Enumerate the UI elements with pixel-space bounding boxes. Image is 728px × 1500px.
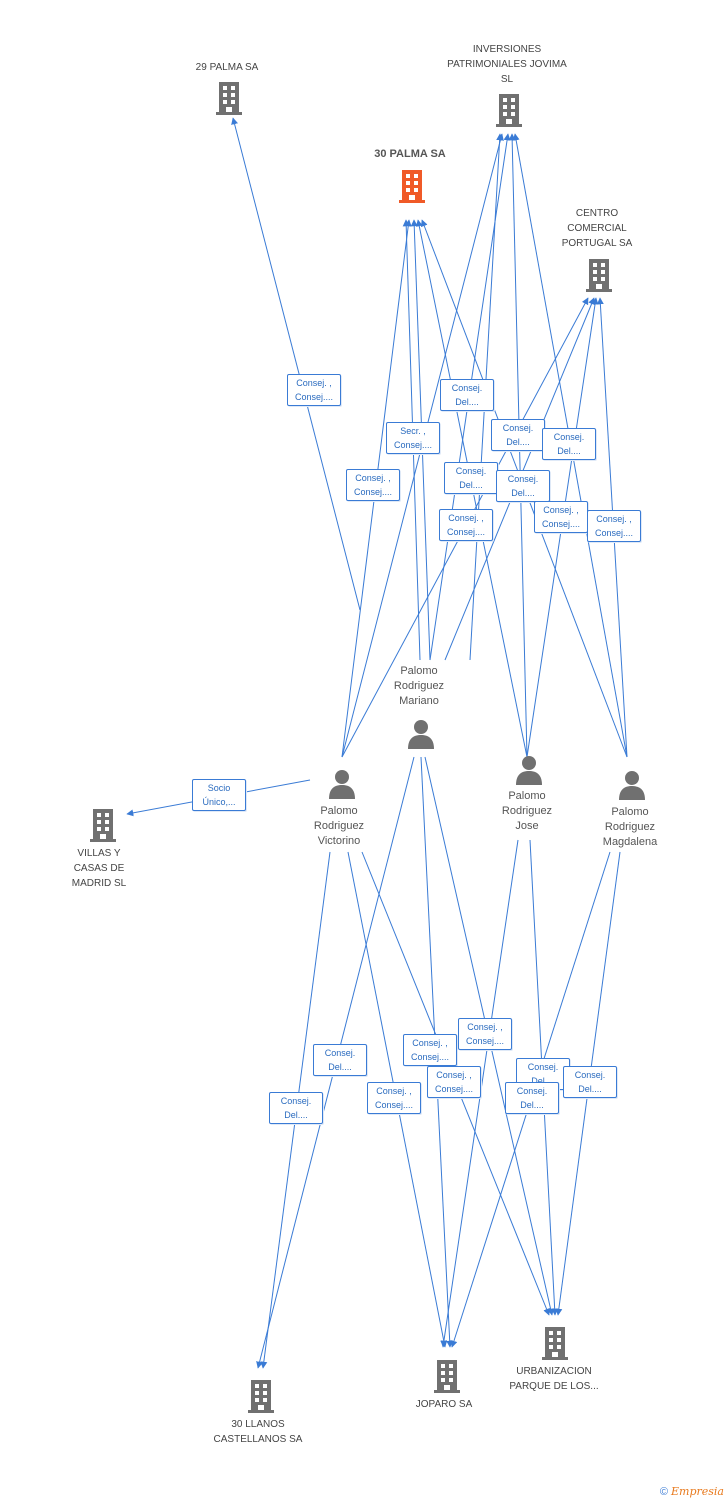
building-icon[interactable] [88,807,118,843]
building-icon[interactable] [432,1358,462,1394]
footer-credit[interactable]: © Empresia [660,1485,724,1498]
edge-label[interactable]: Consej. ,Consej.... [287,374,341,406]
company-label-jovima[interactable]: INVERSIONES PATRIMONIALES JOVIMA SL [447,44,567,85]
edge-label[interactable]: Secr. ,Consej.... [386,422,440,454]
edge-label[interactable]: Consej. ,Consej.... [534,501,588,533]
company-label-joparo[interactable]: JOPARO SA [415,1399,473,1410]
edge-label[interactable]: Consej.Del.... [542,428,596,460]
edge-label[interactable]: Consej.Del.... [491,419,545,451]
edge-label[interactable]: Consej.Del.... [444,462,498,494]
edge-label[interactable]: Consej.Del.... [313,1044,367,1076]
edge-label[interactable]: Consej. ,Consej.... [458,1018,512,1050]
edge-label[interactable]: Consej.Del.... [440,379,494,411]
person-icon[interactable] [514,754,544,786]
person-label-jose[interactable]: Palomo Rodriguez Jose [501,790,553,832]
company-label-llanos[interactable]: 30 LLANOS CASTELLANOS SA [213,1419,303,1445]
edges [126,117,628,1369]
edge-label[interactable]: Consej. ,Consej.... [346,469,400,501]
edge-label[interactable]: Consej.Del.... [563,1066,617,1098]
copyright-icon: © [659,1486,668,1498]
edge-label[interactable]: Consej. ,Consej.... [439,509,493,541]
edge-label[interactable]: Consej.Del.... [269,1092,323,1124]
edge-line [231,117,361,611]
building-icon-highlighted[interactable] [397,168,427,204]
company-label-urbanizacion[interactable]: URBANIZACION PARQUE DE LOS... [509,1366,599,1392]
edge-label[interactable]: Consej. ,Consej.... [367,1082,421,1114]
building-icon[interactable] [584,257,614,293]
person-icon[interactable] [327,768,357,800]
building-icon[interactable] [214,80,244,116]
edge-label[interactable]: Consej.Del.... [496,470,550,502]
building-icon[interactable] [540,1325,570,1361]
company-label-centro-comercial[interactable]: CENTRO COMERCIAL PORTUGAL SA [561,208,633,249]
edge-label[interactable]: Consej. ,Consej.... [403,1034,457,1066]
edge-label[interactable]: Consej. ,Consej.... [587,510,641,542]
company-label-29-palma[interactable]: 29 PALMA SA [195,62,259,73]
edge-label[interactable]: Consej. ,Consej.... [427,1066,481,1098]
person-icon[interactable] [617,769,647,801]
company-label-30-palma[interactable]: 30 PALMA SA [374,148,446,160]
company-label-villas[interactable]: VILLAS Y CASAS DE MADRID SL [71,848,127,889]
building-icon[interactable] [246,1378,276,1414]
person-label-victorino[interactable]: Palomo Rodriguez Victorino [313,805,365,847]
edge-label[interactable]: Consej.Del.... [505,1082,559,1114]
building-icon[interactable] [494,92,524,128]
person-label-mariano[interactable]: Palomo Rodriguez Mariano [393,665,445,707]
person-label-magdalena[interactable]: Palomo Rodriguez Magdalena [602,806,658,848]
person-icon[interactable] [406,718,436,750]
brand-logo: Empresia [671,1485,724,1498]
